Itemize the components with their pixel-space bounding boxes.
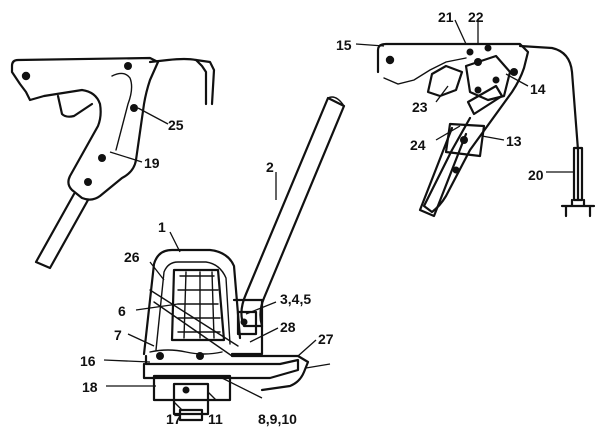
callout-13: 14 [530,81,546,97]
leader-22 [435,85,449,103]
callout-14: 16 [80,353,96,369]
leader-12 [481,135,505,141]
screw-icon [510,68,518,76]
screw-icon [474,86,482,94]
left-handle-guard [111,72,133,151]
motor-hood-inner [155,261,231,351]
screw-icon [385,55,395,65]
leader-26 [297,339,317,357]
leader-13 [505,73,529,87]
screw-icon [460,136,468,144]
motor-housing [170,268,226,342]
callout-16: 18 [82,379,98,395]
motor-base-assembly [142,248,310,422]
screw-icon [130,104,138,112]
callout-21: 22 [468,9,484,25]
leader-27 [249,327,279,343]
screw-icon [156,352,164,360]
left-handle-tube [34,192,90,270]
screw-icon [196,352,204,360]
leader-24 [137,107,169,125]
screw-icon [492,76,500,84]
right-handle-switch [464,54,512,102]
spool-cap [178,408,204,422]
callout-6: 6 [118,303,126,319]
cable-plug [572,146,584,202]
right-handle-clamp [444,122,486,158]
callout-12: 13 [506,133,522,149]
cable-plug-pins [560,198,596,218]
base-deflector [230,354,310,392]
callout-20: 21 [438,9,454,25]
screw-icon [484,44,492,52]
base-spring [149,349,223,355]
screw-icon [182,386,190,394]
callout-23: 24 [410,137,426,153]
leader-1 [169,231,181,253]
callout-15: 17 [166,411,182,427]
right-handle-tube [418,126,468,218]
base-plate [142,354,300,380]
callout-24: 25 [168,117,184,133]
left-handle-trigger [56,94,94,118]
tube-mount-bracket [230,298,264,356]
callout-25: 26 [124,249,140,265]
leader-3 [245,301,277,315]
callout-27: 28 [280,319,296,335]
screw-icon [98,154,106,162]
spool [172,382,210,416]
right-handle-assembly [376,42,596,218]
screw-icon [84,178,92,186]
screw-icon [474,58,482,66]
right-handle-trigger [426,64,464,98]
right-handle-cable [518,44,580,202]
leader-15 [173,401,183,411]
leader-lines [103,19,574,411]
screw-icon [21,71,31,81]
left-handle-grip [10,56,160,201]
leader-25 [149,261,165,281]
callout-7: 7 [114,327,122,343]
cutter-head [152,374,232,402]
leader-28 [305,363,331,369]
leader-14 [103,359,151,363]
callout-3-4-5: 3,4,5 [280,291,311,307]
right-handle-guard [466,84,504,116]
screw-icon [466,48,474,56]
right-handle-inner-edge [383,57,467,85]
callout-8-9-10: 8,9,10 [258,411,297,427]
callout-2: 2 [266,159,274,175]
leader-6 [135,303,179,311]
screw-icon [240,318,248,326]
left-handle-nozzle [148,57,208,106]
shaft-tube-end [327,96,345,107]
leader-20 [454,19,467,45]
callout-26: 27 [318,331,334,347]
leader-8 [221,377,263,399]
motor-hood [142,248,242,356]
callout-1: 1 [158,219,166,235]
leader-17 [355,43,385,47]
motor-windings [177,271,221,339]
screw-icon [124,62,132,70]
callout-19: 20 [528,167,544,183]
leader-23 [435,125,461,141]
callout-labels: 15 21 22 14 23 24 13 20 25 19 2 1 26 6 3… [80,9,546,427]
leader-11 [207,391,217,401]
callout-17: 15 [336,37,352,53]
left-handle-assembly [10,56,216,270]
callout-11: 11 [208,411,223,427]
screw-icon [452,166,460,174]
callout-18: 19 [144,155,160,171]
leader-18 [109,151,143,163]
left-handle-cable-end [194,58,216,106]
callout-22: 23 [412,99,428,115]
leader-7 [127,333,155,347]
motor-strap [149,289,239,357]
